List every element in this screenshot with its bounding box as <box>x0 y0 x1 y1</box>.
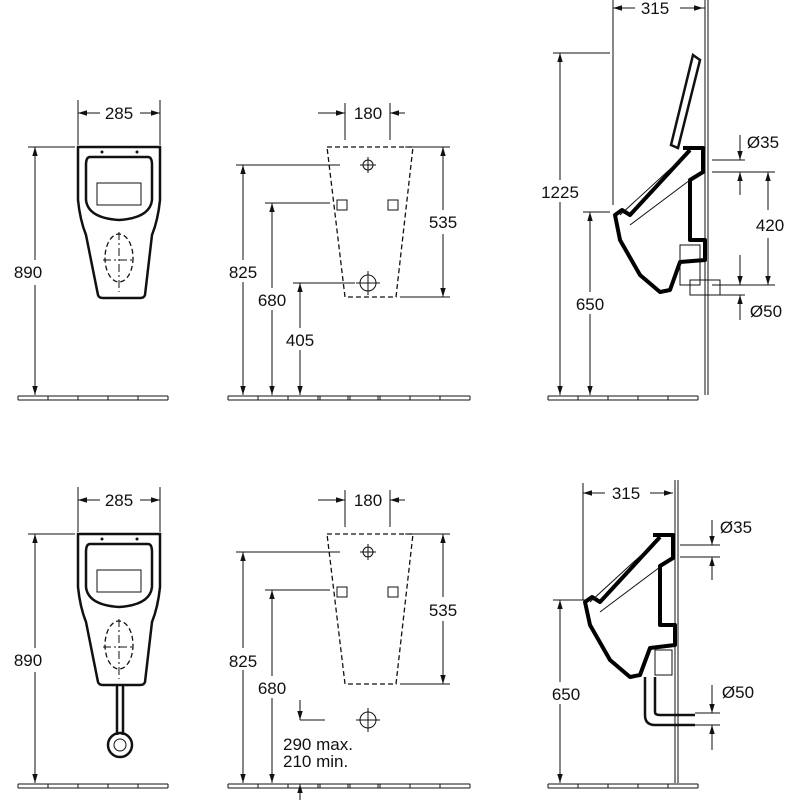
front-view-bottom: 285 890 <box>14 487 169 789</box>
inlet-dia-label: Ø35 <box>747 133 779 152</box>
spacing-label: 420 <box>756 216 784 235</box>
height-label: 890 <box>14 263 42 282</box>
outlet-dia-label: Ø50 <box>722 683 754 702</box>
width-label: 285 <box>105 104 133 123</box>
depth-label: 315 <box>612 484 640 503</box>
depth-label: 315 <box>641 0 669 18</box>
front-view-top: 285 890 <box>14 100 169 401</box>
min-label: 210 min. <box>283 752 348 771</box>
span-label: 535 <box>429 213 457 232</box>
max-label: 290 max. <box>283 735 353 754</box>
span-label: 535 <box>429 601 457 620</box>
width-label: 285 <box>105 491 133 510</box>
mid-label: 680 <box>258 679 286 698</box>
width-label: 180 <box>354 491 382 510</box>
width-label: 180 <box>354 104 382 123</box>
inlet-dia-label: Ø35 <box>720 518 752 537</box>
rim-label: 650 <box>552 685 580 704</box>
outlet-label: 405 <box>286 331 314 350</box>
total-label: 825 <box>229 263 257 282</box>
height-label: 890 <box>14 651 42 670</box>
total-label: 825 <box>229 652 257 671</box>
height-label: 1225 <box>541 183 579 202</box>
mid-label: 680 <box>258 291 286 310</box>
outlet-dia-label: Ø50 <box>750 302 782 321</box>
rim-label: 650 <box>576 295 604 314</box>
side-view-top: 315 1225 650 Ø35 420 Ø50 <box>541 0 784 401</box>
wall-view-bottom: 180 825 680 290 max. 210 min. 535 <box>227 490 471 800</box>
side-view-bottom: 315 650 Ø35 Ø50 <box>547 480 754 789</box>
wall-view-top: 180 825 680 405 535 <box>227 103 471 401</box>
